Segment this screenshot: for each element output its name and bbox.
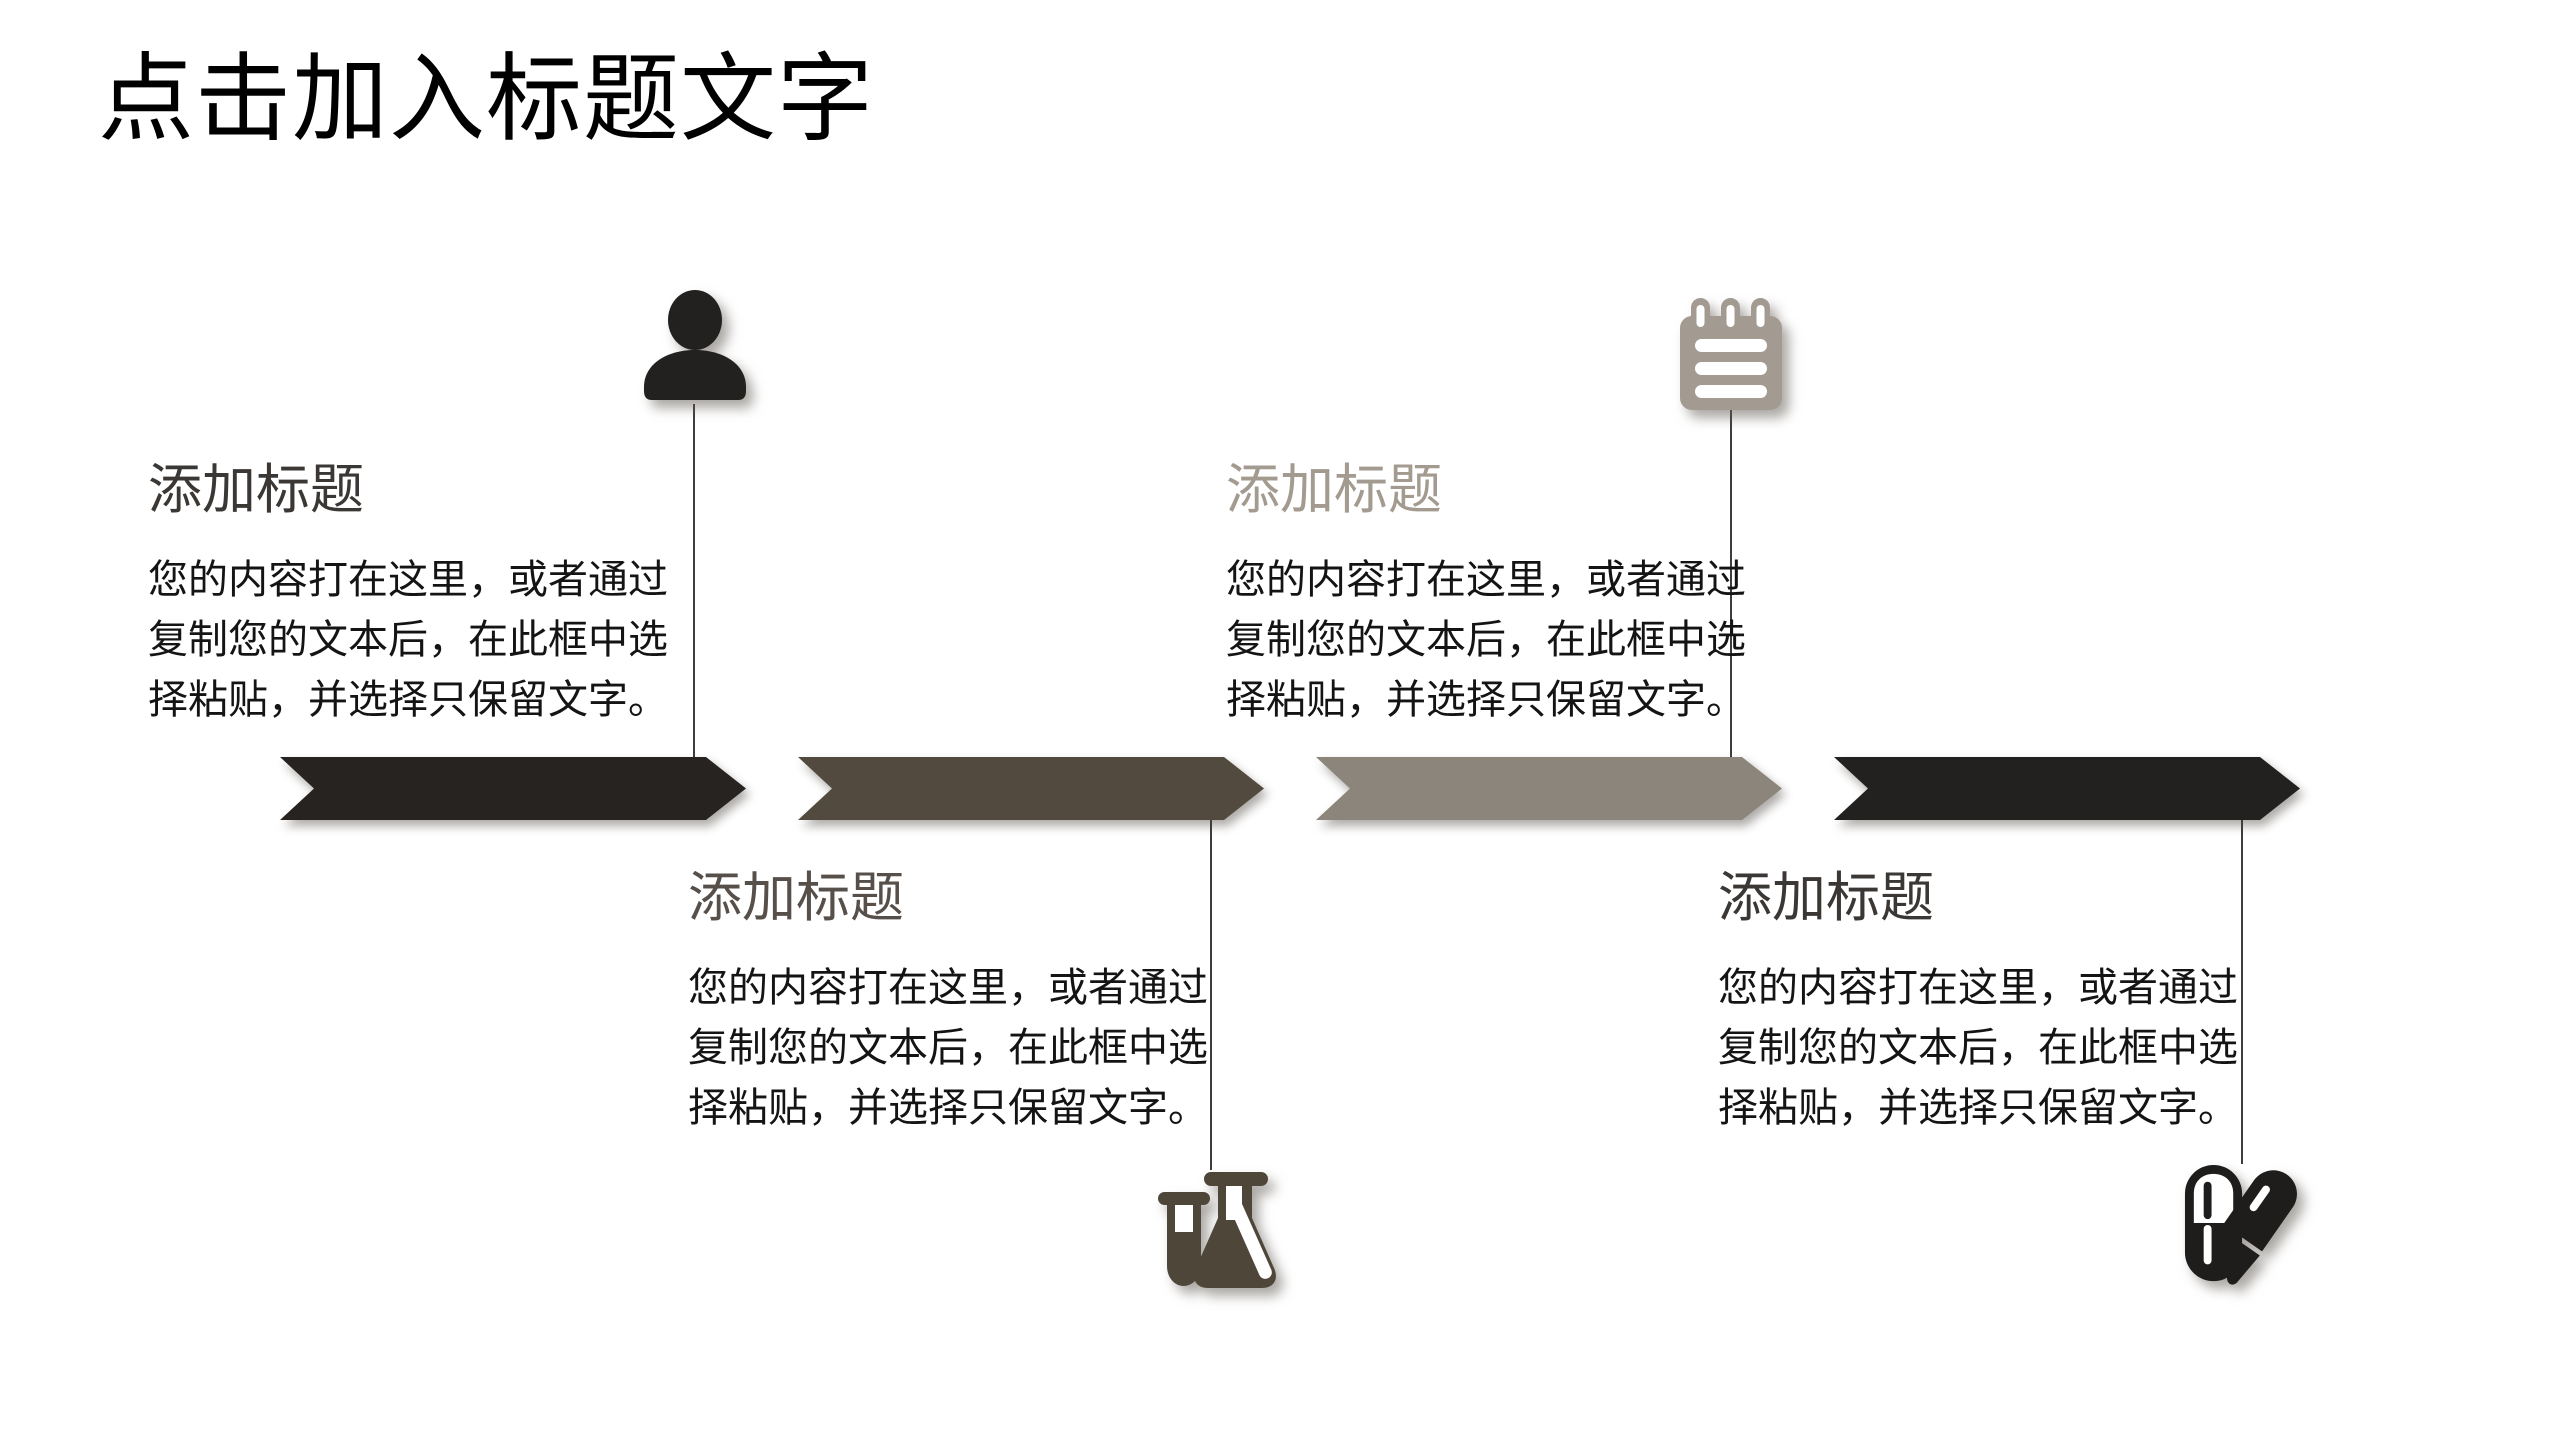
timeline-arrow-4[interactable] xyxy=(1834,757,2300,820)
pills-icon[interactable] xyxy=(2183,1162,2311,1290)
slide-title[interactable]: 点击加入标题文字 xyxy=(98,46,874,153)
section-1: 添加标题 您的内容打在这里，或者通过 复制您的文本后，在此框中选 择粘贴，并选择… xyxy=(148,458,693,730)
section-3: 添加标题 您的内容打在这里，或者通过 复制您的文本后，在此框中选 择粘贴，并选择… xyxy=(1226,458,1771,730)
person-icon[interactable] xyxy=(636,290,754,400)
connector-line-2 xyxy=(1210,818,1212,1170)
section-4: 添加标题 您的内容打在这里，或者通过 复制您的文本后，在此框中选 择粘贴，并选择… xyxy=(1718,866,2263,1138)
section-1-heading[interactable]: 添加标题 xyxy=(148,460,364,520)
section-2-heading[interactable]: 添加标题 xyxy=(688,868,904,928)
timeline-arrow-2[interactable] xyxy=(798,757,1264,820)
section-4-body[interactable]: 您的内容打在这里，或者通过 复制您的文本后，在此框中选 择粘贴，并选择只保留文字… xyxy=(1718,966,2238,1130)
timeline-arrow-1[interactable] xyxy=(280,757,746,820)
timeline-arrow-4-shape xyxy=(1834,757,2300,820)
section-2: 添加标题 您的内容打在这里，或者通过 复制您的文本后，在此框中选 择粘贴，并选择… xyxy=(688,866,1233,1138)
notepad-icon[interactable] xyxy=(1680,298,1782,410)
section-4-heading[interactable]: 添加标题 xyxy=(1718,868,1934,928)
section-3-body[interactable]: 您的内容打在这里，或者通过 复制您的文本后，在此框中选 择粘贴，并选择只保留文字… xyxy=(1226,558,1746,722)
connector-line-4 xyxy=(2241,818,2243,1164)
connector-line-3 xyxy=(1730,410,1732,758)
timeline-arrow-3-shape xyxy=(1316,757,1782,820)
flask-icon[interactable] xyxy=(1158,1172,1280,1304)
timeline-arrow-2-shape xyxy=(798,757,1264,820)
timeline-arrow-3[interactable] xyxy=(1316,757,1782,820)
section-3-heading[interactable]: 添加标题 xyxy=(1226,460,1442,520)
section-1-body[interactable]: 您的内容打在这里，或者通过 复制您的文本后，在此框中选 择粘贴，并选择只保留文字… xyxy=(148,558,668,722)
connector-line-1 xyxy=(693,404,695,758)
section-2-body[interactable]: 您的内容打在这里，或者通过 复制您的文本后，在此框中选 择粘贴，并选择只保留文字… xyxy=(688,966,1208,1130)
timeline-arrow-1-shape xyxy=(280,757,746,820)
